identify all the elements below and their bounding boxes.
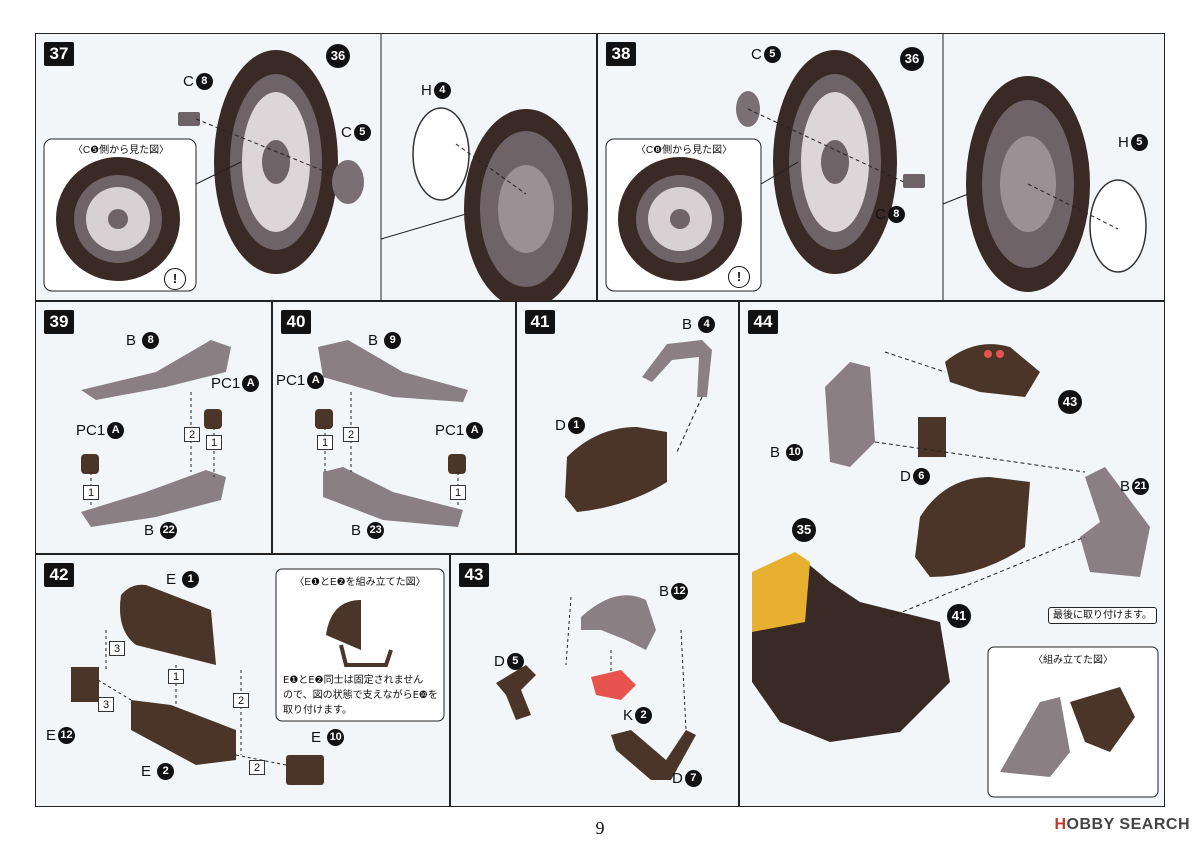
order-box: 1 <box>206 435 222 450</box>
inset-title: 〈C❺側から見た図〉 <box>72 145 170 156</box>
order-box: 3 <box>109 641 125 656</box>
inset-title: 〈組み立てた図〉 <box>1033 655 1113 666</box>
page-number: 9 <box>595 818 605 838</box>
order-box: 3 <box>98 697 114 712</box>
wheel-icon <box>773 50 897 274</box>
order-box: 2 <box>184 427 200 442</box>
order-box: 2 <box>343 427 359 442</box>
step-39-illustration <box>81 340 231 527</box>
step-number: 44 <box>748 310 778 334</box>
step-number: 40 <box>281 310 311 334</box>
label-b4: B 4 <box>682 316 716 334</box>
step-44-illustration <box>752 344 1159 798</box>
order-box: 2 <box>233 693 249 708</box>
step-number: 43 <box>459 563 489 587</box>
part-41-badge: 41 <box>947 604 971 628</box>
warning-icon: ! <box>728 266 750 288</box>
step-37-illustration <box>43 34 588 302</box>
part-36-badge: 36 <box>900 47 924 71</box>
inset-note-line: ので、図の状態で支えながらE❿を <box>283 690 438 701</box>
label-e1: E 1 <box>166 571 200 589</box>
inset-title: 〈C❽側から見た図〉 <box>635 145 733 156</box>
wheel-inset-icon <box>618 157 742 281</box>
wheel-icon <box>214 50 338 274</box>
order-box: 1 <box>168 669 184 684</box>
inset-title: 〈E❶とE❷を組み立てた図〉 <box>294 577 426 588</box>
step-number: 42 <box>44 563 74 587</box>
order-box: 1 <box>317 435 333 450</box>
step-number: 41 <box>525 310 555 334</box>
inset-note-line: E❶とE❷同士は固定されません <box>283 675 424 686</box>
label-e10: E 10 <box>311 729 345 747</box>
step-43-illustration <box>496 595 696 780</box>
step-38-illustration <box>605 34 1147 302</box>
wheel-right-icon <box>464 109 588 302</box>
step-number: 37 <box>44 42 74 66</box>
step-40-illustration <box>315 340 468 527</box>
step-42-illustration <box>71 568 445 785</box>
part-43-badge: 43 <box>1058 390 1082 414</box>
inset-note: E❶とE❷同士は固定されません ので、図の状態で支えながらE❿を 取り付けます。 <box>283 673 438 718</box>
order-box: 2 <box>249 760 265 775</box>
order-box: 1 <box>450 485 466 500</box>
watermark-logo: HOBBY SEARCH <box>1054 816 1190 833</box>
label-b9: B 9 <box>368 332 402 350</box>
part-35-badge: 35 <box>792 518 816 542</box>
step-number: 39 <box>44 310 74 334</box>
warning-icon: ! <box>164 268 186 290</box>
label-b23: B 23 <box>351 522 385 540</box>
step-number: 38 <box>606 42 636 66</box>
part-36-badge: 36 <box>326 44 350 68</box>
label-e2: E 2 <box>141 763 175 781</box>
callout-attach-last: 最後に取り付けます。 <box>1048 607 1157 624</box>
wheel-inset-icon <box>56 157 180 281</box>
label-b8: B 8 <box>126 332 160 350</box>
label-b10: B 10 <box>770 444 804 462</box>
order-box: 1 <box>83 485 99 500</box>
step-41-illustration <box>565 340 712 512</box>
label-b22: B 22 <box>144 522 178 540</box>
inset-note-line: 取り付けます。 <box>283 705 352 716</box>
